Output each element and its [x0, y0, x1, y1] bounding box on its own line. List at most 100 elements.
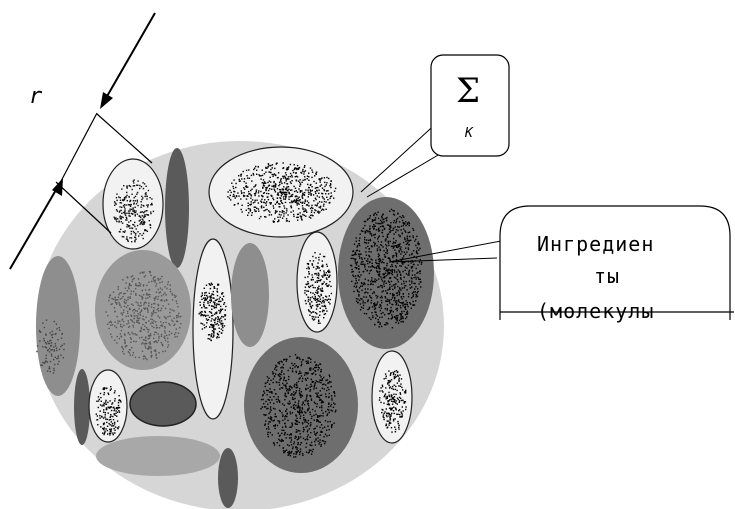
speckle-dot — [322, 427, 324, 429]
speckle-dot — [408, 222, 411, 225]
speckle-dot — [319, 298, 322, 300]
speckle-dot — [213, 319, 215, 321]
speckle-dot — [109, 424, 111, 426]
speckle-dot — [398, 291, 401, 293]
speckle-dot — [155, 331, 157, 334]
speckle-dot — [237, 192, 239, 194]
speckle-dot — [296, 451, 298, 453]
speckle-dot — [408, 269, 411, 271]
speckle-dot — [218, 330, 221, 333]
speckle-dot — [207, 296, 209, 298]
speckle-dot — [164, 330, 166, 332]
speckle-dot — [210, 335, 212, 338]
speckle-dot — [312, 260, 315, 262]
speckle-dot — [314, 204, 316, 206]
speckle-dot — [127, 239, 129, 241]
speckle-dot — [270, 379, 272, 382]
speckle-dot — [387, 380, 389, 382]
speckle-dot — [274, 210, 277, 212]
speckle-dot — [113, 408, 116, 410]
speckle-dot — [290, 441, 292, 443]
speckle-dot — [329, 271, 331, 273]
speckle-dot — [315, 312, 317, 314]
speckle-dot — [326, 176, 328, 179]
speckle-dot — [158, 310, 160, 312]
speckle-dot — [43, 326, 46, 329]
speckle-dot — [418, 283, 420, 285]
speckle-dot — [264, 414, 266, 417]
speckle-dot — [129, 210, 131, 212]
speckle-dot — [326, 190, 328, 192]
speckle-dot — [139, 219, 141, 221]
speckle-dot — [306, 436, 309, 438]
speckle-dot — [408, 236, 411, 238]
speckle-dot — [323, 305, 325, 307]
speckle-dot — [292, 171, 295, 174]
speckle-dot — [379, 261, 381, 263]
speckle-dot — [304, 179, 306, 181]
speckle-dot — [285, 193, 287, 196]
speckle-dot — [290, 211, 292, 213]
speckle-dot — [139, 311, 141, 314]
speckle-dot — [297, 404, 299, 406]
speckle-dot — [327, 406, 330, 408]
speckle-dot — [132, 324, 134, 326]
speckle-dot — [274, 368, 276, 370]
speckle-dot — [247, 177, 249, 179]
speckle-dot — [176, 314, 178, 317]
speckle-dot — [418, 261, 421, 263]
speckle-dot — [308, 267, 310, 270]
speckle-dot — [203, 297, 205, 299]
speckle-dot — [400, 318, 402, 320]
speckle-dot — [117, 402, 120, 404]
speckle-dot — [134, 234, 137, 236]
speckle-dot — [396, 273, 399, 276]
speckle-dot — [312, 381, 315, 383]
speckle-dot — [315, 387, 318, 389]
speckle-dot — [307, 189, 309, 191]
speckle-dot — [215, 305, 218, 307]
speckle-dot — [326, 285, 328, 287]
speckle-dot — [162, 305, 164, 307]
speckle-dot — [317, 210, 319, 212]
speckle-dot — [158, 352, 160, 354]
speckle-dot — [103, 433, 105, 436]
speckle-dot — [374, 302, 376, 304]
speckle-dot — [380, 241, 383, 243]
speckle-dot — [293, 201, 295, 203]
speckle-dot — [110, 303, 112, 306]
speckle-dot — [102, 417, 105, 419]
speckle-dot — [128, 185, 130, 187]
speckle-dot — [286, 167, 288, 169]
speckle-dot — [415, 267, 417, 270]
speckle-dot — [392, 284, 395, 286]
speckle-dot — [352, 270, 354, 273]
speckle-dot — [176, 302, 178, 305]
speckle-dot — [317, 300, 319, 302]
speckle-dot — [301, 394, 303, 396]
speckle-dot — [321, 310, 324, 313]
speckle-dot — [282, 177, 285, 179]
speckle-dot — [288, 388, 290, 390]
speckle-dot — [365, 296, 368, 298]
speckle-dot — [386, 427, 388, 429]
speckle-dot — [209, 297, 212, 299]
speckle-dot — [375, 229, 378, 231]
speckle-dot — [57, 339, 59, 341]
speckle-dot — [420, 281, 422, 283]
speckle-dot — [211, 293, 213, 295]
speckle-dot — [406, 304, 408, 306]
speckle-dot — [107, 392, 109, 394]
speckle-dot — [121, 326, 123, 328]
speckle-dot — [382, 414, 385, 416]
speckle-dot — [278, 409, 281, 412]
speckle-dot — [297, 405, 300, 407]
speckle-dot — [111, 424, 113, 426]
speckle-dot — [238, 180, 241, 182]
speckle-dot — [284, 416, 286, 418]
speckle-dot — [272, 373, 274, 375]
speckle-dot — [282, 382, 284, 385]
speckle-dot — [377, 236, 380, 238]
speckle-dot — [273, 207, 275, 209]
speckle-dot — [384, 411, 386, 413]
